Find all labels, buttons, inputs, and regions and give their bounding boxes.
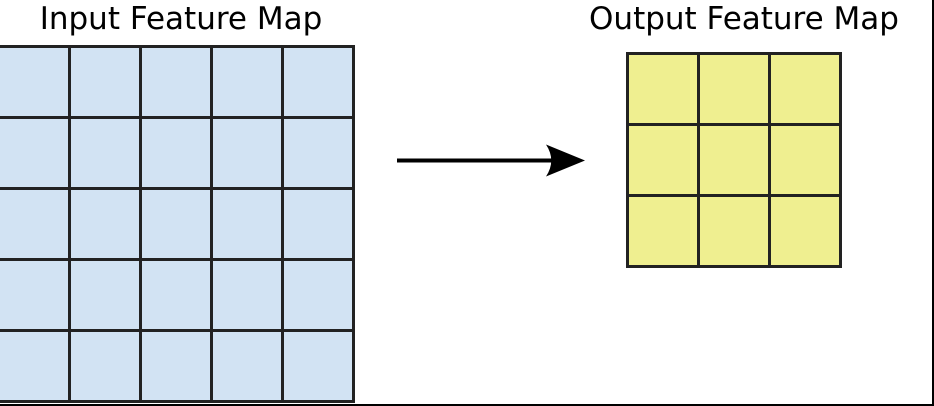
grid-cell — [213, 332, 281, 400]
grid-cell — [700, 197, 768, 265]
input-feature-map-title: Input Feature Map — [39, 1, 323, 37]
arrow-head-icon — [546, 144, 585, 177]
grid-cell — [0, 190, 68, 258]
grid-cell — [213, 119, 281, 187]
grid-cell — [0, 332, 68, 400]
input-feature-map-grid — [0, 45, 355, 403]
grid-cell — [71, 261, 139, 329]
grid-cell — [213, 48, 281, 116]
grid-cell — [0, 48, 68, 116]
grid-cell — [213, 261, 281, 329]
grid-cell — [771, 197, 839, 265]
grid-cell — [700, 55, 768, 123]
grid-cell — [284, 190, 352, 258]
output-feature-map-title: Output Feature Map — [589, 1, 899, 37]
output-feature-map-grid — [626, 52, 842, 268]
grid-cell — [71, 190, 139, 258]
grid-cell — [629, 55, 697, 123]
grid-cell — [0, 261, 68, 329]
grid-cell — [771, 55, 839, 123]
grid-cell — [142, 48, 210, 116]
grid-cell — [0, 119, 68, 187]
grid-cell — [284, 48, 352, 116]
grid-cell — [142, 119, 210, 187]
grid-cell — [700, 126, 768, 194]
grid-cell — [142, 261, 210, 329]
grid-cell — [284, 332, 352, 400]
grid-cell — [142, 190, 210, 258]
grid-cell — [629, 126, 697, 194]
grid-cell — [142, 332, 210, 400]
grid-cell — [771, 126, 839, 194]
grid-cell — [71, 332, 139, 400]
grid-cell — [71, 48, 139, 116]
grid-cell — [71, 119, 139, 187]
grid-cell — [284, 119, 352, 187]
grid-cell — [284, 261, 352, 329]
grid-cell — [629, 197, 697, 265]
grid-cell — [213, 190, 281, 258]
